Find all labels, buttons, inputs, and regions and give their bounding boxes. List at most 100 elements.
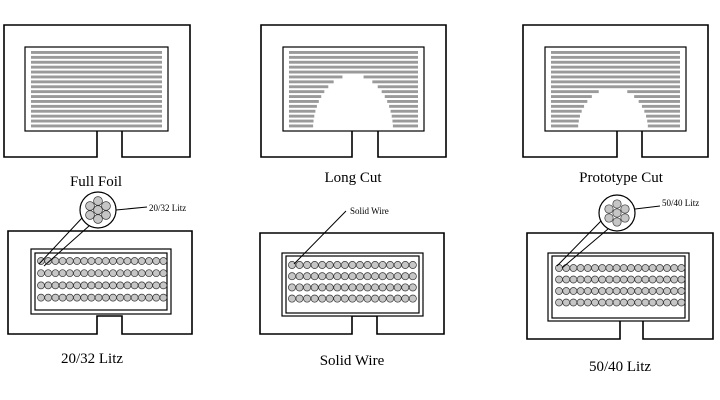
foil-strip [289,70,418,74]
foil-strip [289,85,329,89]
wire-turn [408,283,417,292]
wire-turn [591,264,599,272]
wire-turn [555,298,563,307]
foil-strip [638,100,680,103]
wire-turn [152,281,161,290]
wire-turn [619,264,628,272]
wire-turn [295,261,304,269]
wire-turn [655,275,664,284]
wire-turn [648,298,657,307]
wire-turn [340,272,349,281]
wire-turn [303,283,312,292]
wire-turn [130,257,139,265]
wire-turn [598,298,607,307]
foil-strip [31,70,162,74]
wire-turn [670,298,679,307]
wire-turn [333,272,342,281]
foil-strip [381,90,418,94]
foil-strip [551,90,599,94]
wire-turn [303,272,312,281]
foil-strip [389,104,418,108]
strand [101,201,111,211]
wire-turn [655,264,664,272]
caption-long-cut: Long Cut [324,170,382,186]
wire-turn [288,272,296,281]
wire-turn [37,269,45,278]
wire-turn [333,261,342,269]
wire-turn [591,298,599,307]
wire-turn [371,272,379,281]
wire-turn [598,275,607,284]
wire-turn [612,298,621,307]
wire-turn [65,257,74,265]
foil-strip [31,119,162,123]
wire-turn [583,298,592,307]
wire-turn [619,298,628,307]
wire-turn [152,257,161,265]
foil-strip [31,55,162,59]
foil-strip [289,55,418,59]
wire-turn [386,294,395,303]
wire-turn [73,281,81,290]
wire-turn [627,287,635,295]
wire-turn [363,294,372,303]
wire-turn [378,261,387,269]
wire-turn [116,281,125,290]
foil-strip [31,109,162,113]
wire-turn [137,257,146,265]
wire-turn [325,272,334,281]
wire-turn [152,269,161,278]
wire-turn [44,269,53,278]
wire-turn [159,293,168,302]
wire-turn [555,264,563,272]
wire-turn [612,275,621,284]
wire-turn [569,298,578,307]
wire-turn [80,293,89,302]
window-prototype-cut [544,46,687,132]
wire-turn [37,281,45,290]
wire-turn [101,281,110,290]
wire-turn [634,298,643,307]
wire-turn [576,287,585,295]
wire-turn [116,293,125,302]
wire-turn [51,281,60,290]
wire-turn [591,275,599,284]
wire-turn [73,293,81,302]
wire-turn [378,272,387,281]
foil-strip [31,104,162,108]
foil-strip [31,95,162,98]
wire-turn [51,269,60,278]
wire-turn [109,281,117,290]
window-full-foil [24,46,169,132]
panel-litz-50-40: 50/40 Litz 50/40 Litz [526,194,714,375]
wire-turn [569,275,578,284]
wire-turn [94,257,103,265]
wire-turn [393,272,402,281]
caption-litz-50-40: 50/40 Litz [589,359,651,375]
wire-turn [363,283,372,292]
foil-strip [392,124,418,128]
wire-turn [605,287,614,295]
wire-turn [591,287,599,295]
wire-turn [401,272,410,281]
wire-turn [670,275,679,284]
wire-turn [408,272,417,281]
wire-turn [130,293,139,302]
wire-turn [137,269,146,278]
foil-strip [390,109,418,113]
wire-turn [94,293,103,302]
callout-solid-wire: Solid Wire [350,206,389,216]
wire-turn [641,275,650,284]
foil-strip [387,100,418,103]
foil-strip [289,75,343,79]
foil-strip [31,65,162,69]
foil-layers-prototype-cut [551,51,680,128]
wire-turn [648,275,657,284]
wire-turn [130,269,139,278]
wire-turn [562,275,571,284]
wire-turn [677,264,686,272]
wire-turn [58,293,67,302]
wire-turn [408,294,417,303]
wire-turn [65,293,74,302]
wire-turn [318,272,327,281]
